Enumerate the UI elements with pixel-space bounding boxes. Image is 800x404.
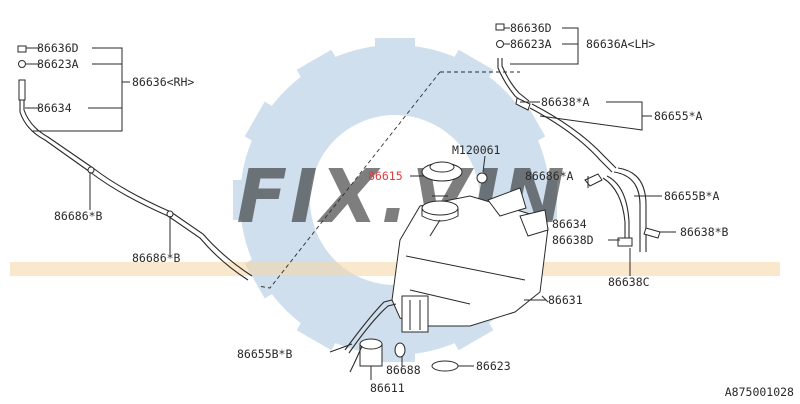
part-labels: 86636D 86623A 86636<RH> 86634 86686*B 86…: [37, 21, 794, 399]
rh-nozzle-hose: [17, 45, 253, 281]
label-86638b: 86638*B: [680, 225, 729, 239]
label-86623a-lh: 86623A: [510, 37, 552, 51]
label-86636d-lh: 86636D: [510, 21, 552, 35]
label-86638d: 86638D: [552, 233, 594, 247]
label-86688: 86688: [386, 363, 421, 377]
label-86623a-rh: 86623A: [37, 57, 79, 71]
label-86611: 86611: [370, 381, 405, 395]
label-86636a-lh: 86636A<LH>: [586, 37, 655, 51]
label-86655bb: 86655B*B: [237, 347, 292, 361]
label-86686b-2: 86686*B: [132, 251, 181, 265]
label-86655a: 86655*A: [654, 109, 703, 123]
label-86631: 86631: [548, 293, 583, 307]
label-86686a: 86686*A: [525, 169, 574, 183]
label-86638c: 86638C: [608, 275, 650, 289]
watermark-band: [10, 262, 780, 276]
filler-neck: [421, 155, 488, 222]
label-86634-rh: 86634: [37, 101, 72, 115]
label-86615-highlighted: 86615: [368, 169, 403, 183]
label-86634-lh: 86634: [552, 217, 587, 231]
lh-nozzle-hose: [495, 23, 676, 276]
label-m120061: M120061: [452, 143, 501, 157]
washer-tank: [391, 187, 549, 333]
diagram-code: A875001028: [725, 385, 794, 399]
dashed-outline: [257, 71, 520, 289]
label-86655ba: 86655B*A: [664, 189, 719, 203]
label-86623: 86623: [476, 359, 511, 373]
label-86636d-rh: 86636D: [37, 41, 79, 55]
label-86686b-1: 86686*B: [54, 209, 103, 223]
washer-pump: [329, 299, 474, 380]
label-86638a: 86638*A: [541, 95, 590, 109]
label-86636-rh: 86636<RH>: [132, 75, 194, 89]
